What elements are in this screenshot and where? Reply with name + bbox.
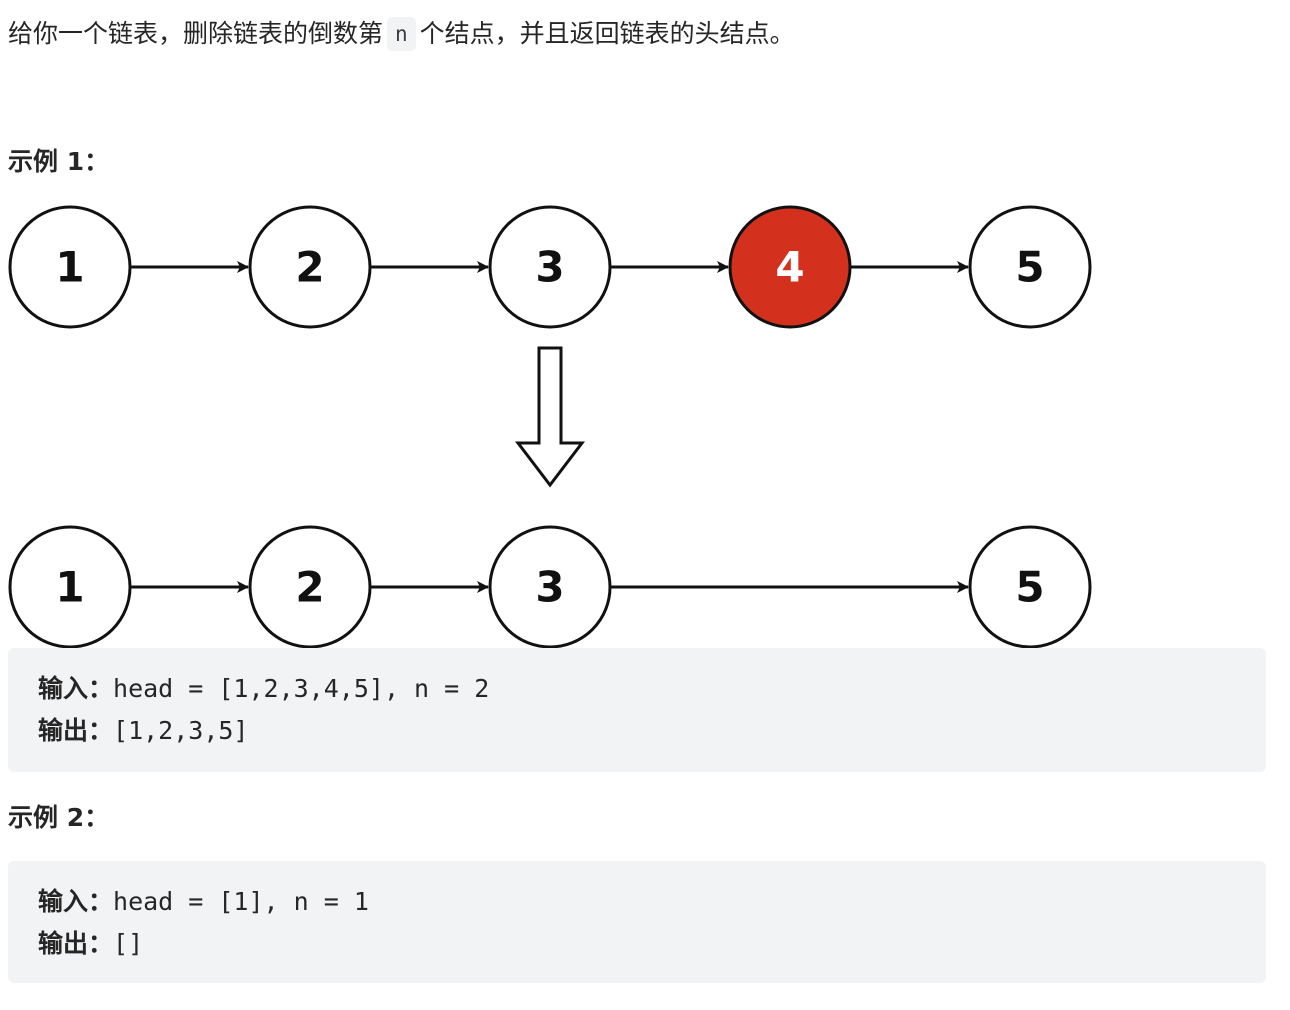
example-2-input-value: head = [1], n = 1 xyxy=(113,887,369,916)
example-1-input-value: head = [1,2,3,4,5], n = 2 xyxy=(113,674,490,703)
node-3-label: 3 xyxy=(535,243,564,292)
node-after-1: 1 xyxy=(8,525,132,649)
inline-code-n: n xyxy=(387,17,416,51)
example-1-output-label: 输出： xyxy=(38,716,114,745)
node-4-label: 4 xyxy=(775,243,804,292)
description-text-before: 给你一个链表，删除链表的倒数第 xyxy=(8,19,384,48)
node-5: 5 xyxy=(968,205,1092,329)
example-2-input-line: 输入：head = [1], n = 1 xyxy=(38,881,1236,923)
example-2-output-value: [] xyxy=(113,929,144,958)
example-2-code-block: 输入：head = [1], n = 1 输出：[] xyxy=(8,861,1266,983)
node-1: 1 xyxy=(8,205,132,329)
example-1-code-block: 输入：head = [1,2,3,4,5], n = 2 输出：[1,2,3,5… xyxy=(8,648,1266,772)
example-1-output-value: [1,2,3,5] xyxy=(113,716,249,745)
node-after-2: 2 xyxy=(248,525,372,649)
example-1-input-line: 输入：head = [1,2,3,4,5], n = 2 xyxy=(38,668,1236,710)
node-after-3: 3 xyxy=(488,525,612,649)
description-text-after: 个结点，并且返回链表的头结点。 xyxy=(419,19,795,48)
node-1-label: 1 xyxy=(55,243,84,292)
example-1-title: 示例 1： xyxy=(8,147,110,176)
linked-list-diagram: 1 2 3 4 5 1 2 xyxy=(8,205,1092,649)
example-2-output-label: 输出： xyxy=(38,929,114,958)
node-4-removed: 4 xyxy=(728,205,852,329)
example-1-output-line: 输出：[1,2,3,5] xyxy=(38,710,1236,752)
node-5-label: 5 xyxy=(1015,243,1044,292)
transform-arrow xyxy=(514,346,586,488)
node-after-1-label: 1 xyxy=(55,563,84,612)
example-1-input-label: 输入： xyxy=(38,674,114,703)
node-after-5: 5 xyxy=(968,525,1092,649)
node-3: 3 xyxy=(488,205,612,329)
node-2-label: 2 xyxy=(295,243,324,292)
list-before: 1 2 3 4 5 xyxy=(8,205,1092,329)
node-2: 2 xyxy=(248,205,372,329)
node-after-3-label: 3 xyxy=(535,563,564,612)
example-2-title: 示例 2： xyxy=(8,803,110,832)
example-2-input-label: 输入： xyxy=(38,887,114,916)
list-after: 1 2 3 5 xyxy=(8,525,1092,649)
example-2-output-line: 输出：[] xyxy=(38,923,1236,965)
node-after-5-label: 5 xyxy=(1015,563,1044,612)
node-after-2-label: 2 xyxy=(295,563,324,612)
